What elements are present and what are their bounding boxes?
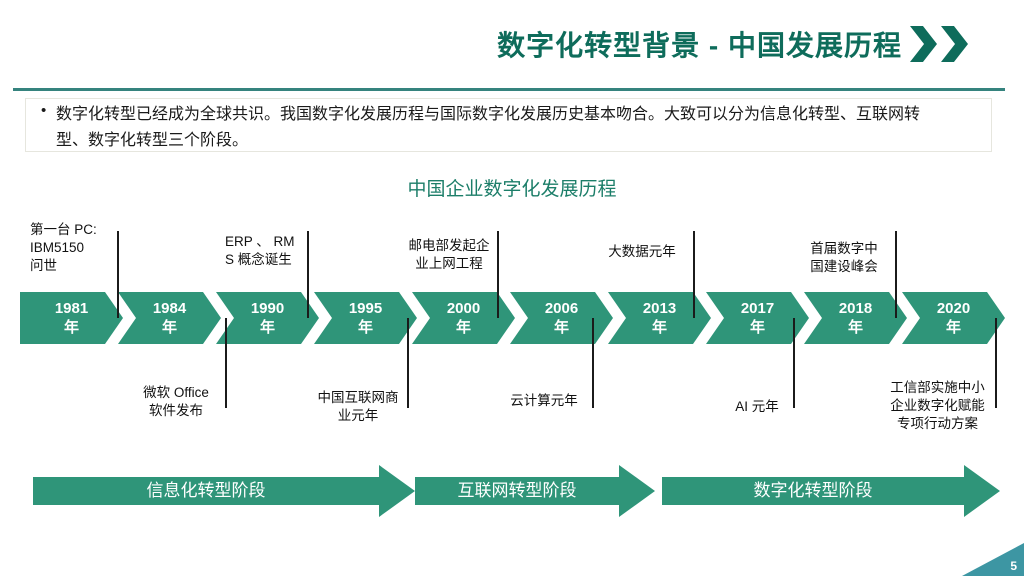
timeline-chevron-2000: 2000 年: [412, 292, 515, 344]
connector-line-2006: [592, 318, 594, 408]
connector-line-2017: [793, 318, 795, 408]
year-label: 1995: [348, 300, 383, 317]
timeline-chevron-2018: 2018 年: [804, 292, 907, 344]
stage-arrow-digitalization: 数字化转型阶段: [662, 465, 1000, 517]
timeline: 1981 年 1984 年 1990 年 1995 年 2000 年 2006 …: [20, 292, 1010, 344]
title-double-chevron-icon: [910, 26, 970, 62]
connector-line-1990: [307, 231, 309, 318]
year-label: 2018: [838, 300, 873, 317]
year-label: 1990: [250, 300, 285, 317]
year-unit: 年: [749, 319, 765, 336]
year-unit: 年: [553, 319, 569, 336]
timeline-chevron-1995: 1995 年: [314, 292, 417, 344]
bullet-marker: •: [41, 102, 47, 119]
connector-line-2013: [693, 231, 695, 318]
year-label: 2017: [740, 300, 775, 317]
event-label-2018: 首届数字中 国建设峰会: [810, 241, 878, 274]
intro-text: 数字化转型已经成为全球共识。我国数字化发展历程与国际数字化发展历史基本吻合。大致…: [56, 106, 921, 149]
year-unit: 年: [259, 319, 275, 336]
year-label: 1984: [152, 300, 187, 317]
year-unit: 年: [945, 319, 961, 336]
timeline-chevron-1981: 1981 年: [20, 292, 123, 344]
event-label-2013: 大数据元年: [608, 244, 676, 259]
chevron-right-icon: [941, 26, 968, 62]
timeline-chevron-1990: 1990 年: [216, 292, 319, 344]
event-label-1984: 微软 Office 软件发布: [143, 385, 209, 418]
chevron-right-icon: [910, 26, 937, 62]
year-label: 2020: [936, 300, 971, 317]
header-separator-line: [13, 88, 1005, 91]
timeline-chevron-2020: 2020 年: [902, 292, 1005, 344]
connector-line-1981: [117, 231, 119, 318]
event-label-2000: 邮电部发起企 业上网工程: [408, 238, 490, 271]
stage-label: 信息化转型阶段: [146, 481, 266, 500]
year-unit: 年: [161, 319, 177, 336]
stage-label: 数字化转型阶段: [753, 481, 873, 500]
stage-label: 互联网转型阶段: [457, 481, 577, 500]
connector-line-1984: [225, 318, 227, 408]
connector-line-2000: [497, 231, 499, 318]
event-label-1990: ERP 、 RM S 概念诞生: [225, 234, 295, 267]
event-label-1981: 第一台 PC: IBM5150 问世: [30, 222, 97, 273]
stage-arrow-internet: 互联网转型阶段: [415, 465, 655, 517]
timeline-chevron-1984: 1984 年: [118, 292, 221, 344]
page-title: 数字化转型背景 - 中国发展历程: [497, 30, 902, 61]
connector-line-2018: [895, 231, 897, 318]
event-label-2020: 工信部实施中小 企业数字化赋能 专项行动方案: [890, 380, 985, 431]
year-label: 2006: [544, 300, 579, 317]
year-label: 2013: [642, 300, 677, 317]
connector-line-1995: [407, 318, 409, 408]
year-label: 2000: [446, 300, 481, 317]
diagram-title: 中国企业数字化发展历程: [407, 179, 617, 200]
event-label-2017: AI 元年: [735, 399, 779, 414]
stage-arrow-informatization: 信息化转型阶段: [33, 465, 415, 517]
year-unit: 年: [357, 319, 373, 336]
page-number: 5: [1010, 559, 1017, 573]
timeline-chevron-2013: 2013 年: [608, 292, 711, 344]
year-label: 1981: [54, 300, 89, 317]
year-unit: 年: [455, 319, 471, 336]
timeline-chevron-2006: 2006 年: [510, 292, 613, 344]
event-label-2006: 云计算元年: [510, 393, 578, 408]
year-unit: 年: [651, 319, 667, 336]
event-label-1995: 中国互联网商 业元年: [317, 390, 399, 423]
year-unit: 年: [847, 319, 863, 336]
connector-line-2020: [995, 318, 997, 408]
year-unit: 年: [63, 319, 79, 336]
intro-text-box: • 数字化转型已经成为全球共识。我国数字化发展历程与国际数字化发展历史基本吻合。…: [25, 98, 992, 152]
